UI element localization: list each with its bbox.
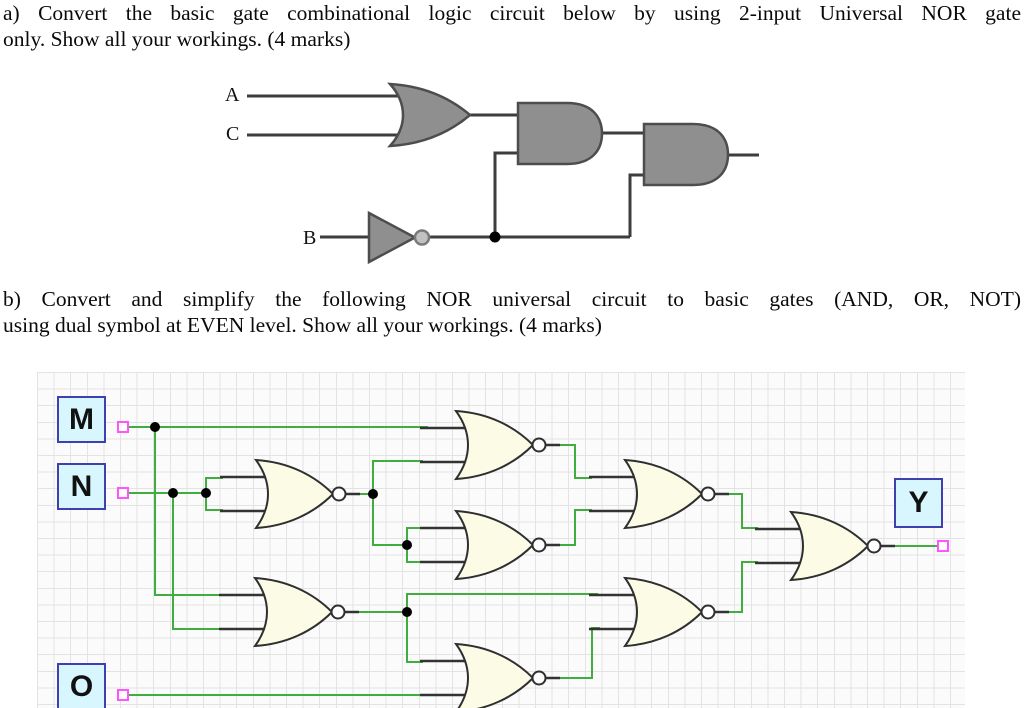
pin-input-m [117,421,129,433]
nor-gate-2 [217,576,361,648]
wire-nor5-to-nor8 [727,493,758,529]
not-gate [367,210,431,265]
input-box-n: N [57,463,106,510]
wire-nor6-to-nor8 [727,561,758,613]
question-a-line2: only. Show all your workings. (4 marks) [3,27,351,51]
pin-output-y [937,540,949,552]
nor-gate-7 [418,642,562,708]
circuit-b-junctions [150,422,412,617]
label-input-c: C [226,123,239,145]
or-gate [387,82,472,148]
nor-gate-5 [587,458,731,530]
wire-nor2-to-nor6 [406,593,598,612]
input-box-o: O [57,663,106,708]
junction-dot [402,540,412,550]
circuit-b-svg [117,409,949,708]
pin-input-o [117,689,129,701]
pin-input-n [117,487,129,499]
circuit-a-diagram: A C B [0,60,1024,275]
wire-nor4-to-nor5 [558,509,592,546]
wire-not-to-and1 [493,151,519,237]
wire-n-to-nor1-bottom [205,493,223,511]
wire-nor4-bottom-tie [406,545,423,563]
wire-nor1-to-nor3 [372,460,423,494]
wire-nor2-to-nor7 [406,612,423,663]
nor-gate-8 [753,510,897,582]
wire-nor1-to-nor4 [372,494,407,546]
and-gate-2 [642,122,730,187]
nor-gate-3 [418,409,562,481]
question-a-line1: a) Convert the basic gate combinational … [3,1,1021,25]
not-bubble [413,229,431,246]
junction-dot [150,422,160,432]
wire-nor7-to-nor6 [558,627,600,679]
input-box-m: M [57,396,106,443]
junction-dot [489,231,501,243]
label-input-a: A [225,84,240,106]
circuit-a-svg: A C B [225,82,759,265]
junction-dot [368,489,378,499]
label-input-b: B [303,227,316,249]
wire-not-to-and2 [628,173,645,237]
not-triangle [367,210,418,265]
circuit-b-pins [117,421,949,701]
output-box-y: Y [894,478,943,528]
nor-gate-6 [587,576,731,648]
circuit-b-diagram: M N O Y [0,365,1024,708]
question-b-line2: using dual symbol at EVEN level. Show al… [3,313,602,337]
wire-n-to-nor2 [172,493,222,630]
nor-gate-1 [218,458,362,530]
junction-dot [168,488,178,498]
question-a: a) Convert the basic gate combinational … [3,0,1021,52]
junction-dot [201,488,211,498]
question-b-line1: b) Convert and simplify the following NO… [3,287,1021,311]
junction-dot [402,607,412,617]
wire-nor3-to-nor5 [558,444,592,479]
and-gate-1 [516,101,604,166]
nor-gate-4 [418,509,562,581]
wire-nor4-top-tie [406,527,423,545]
circuit-a-wires [247,94,759,243]
wire-m-to-nor2 [154,427,222,596]
question-b: b) Convert and simplify the following NO… [3,286,1021,338]
